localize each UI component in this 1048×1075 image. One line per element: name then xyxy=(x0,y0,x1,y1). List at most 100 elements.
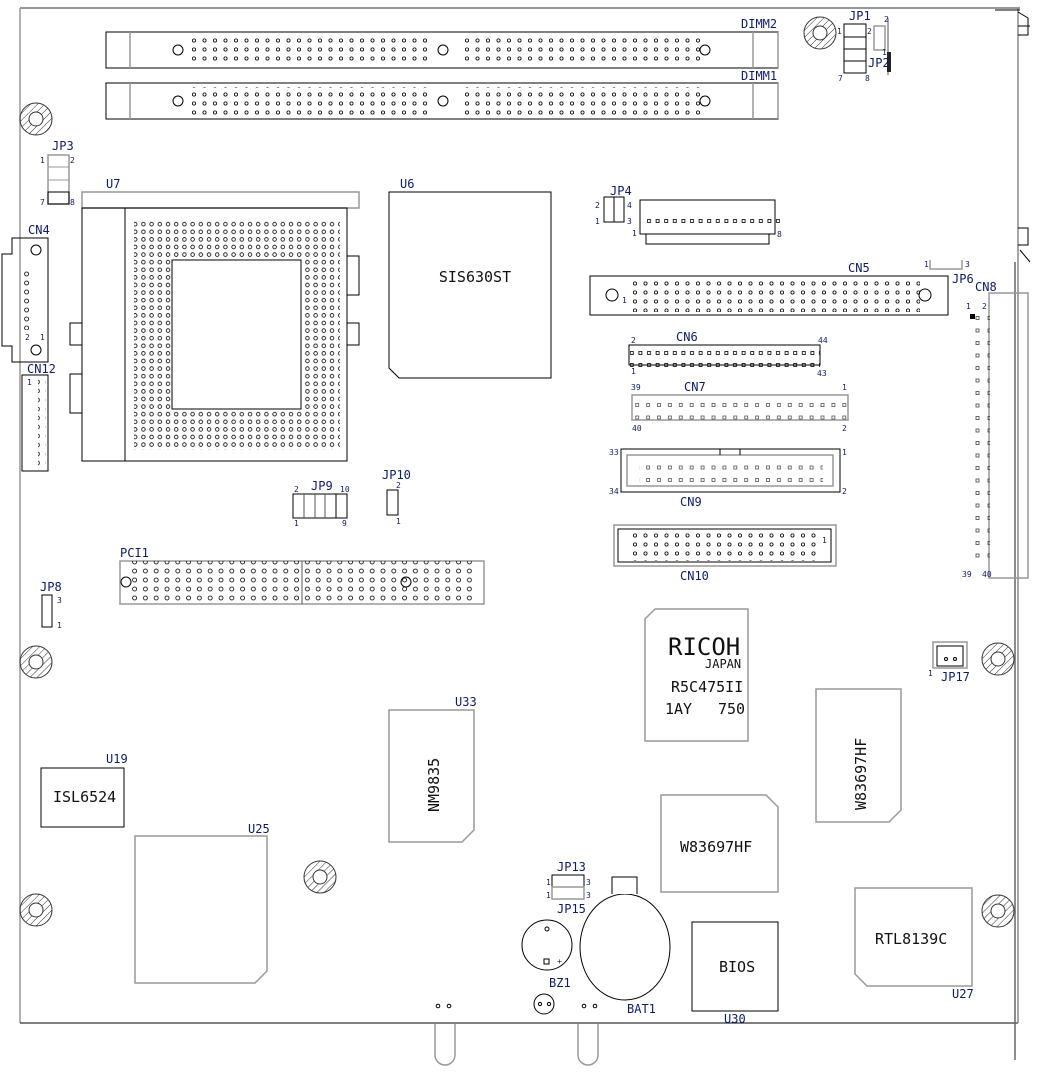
svg-text:1: 1 xyxy=(40,156,45,165)
svg-text:3: 3 xyxy=(586,891,591,900)
u33-label: U33 xyxy=(455,695,477,709)
svg-text:W83697HF: W83697HF xyxy=(852,738,870,810)
cn4-connector: CN4 2 1 xyxy=(1,223,50,363)
svg-text:2: 2 xyxy=(982,302,987,311)
mounting-holes xyxy=(19,16,1015,928)
bz1-buzzer: + BZ1 xyxy=(521,919,573,1015)
svg-text:R5C475II: R5C475II xyxy=(671,678,743,696)
u7-label: U7 xyxy=(106,177,120,191)
svg-text:NM9835: NM9835 xyxy=(425,758,443,812)
svg-text:1: 1 xyxy=(882,48,887,57)
svg-text:43: 43 xyxy=(817,369,827,378)
svg-text:2: 2 xyxy=(884,15,889,24)
svg-text:8: 8 xyxy=(777,230,782,239)
cn7-connector: CN7 39 1 40 2 xyxy=(631,380,851,433)
cn9-connector: CN9 33 1 34 2 xyxy=(609,448,847,509)
jp4-label: JP4 xyxy=(610,184,632,198)
jp9-label: JP9 xyxy=(311,479,333,493)
jp8-label: JP8 xyxy=(40,580,62,594)
svg-text:2: 2 xyxy=(294,485,299,494)
svg-text:3: 3 xyxy=(586,878,591,887)
jp1-label: JP1 xyxy=(849,9,871,23)
jp4-jumper: JP4 2 4 1 3 xyxy=(595,184,632,226)
svg-text:750: 750 xyxy=(718,700,745,718)
bz1-label: BZ1 xyxy=(549,976,571,990)
jp2-jumper: JP2 2 1 xyxy=(868,15,891,75)
svg-text:1: 1 xyxy=(595,217,600,226)
svg-text:2: 2 xyxy=(867,27,872,36)
svg-text:3: 3 xyxy=(627,217,632,226)
jp6-label: JP6 xyxy=(952,272,974,286)
mounting-hole-icon xyxy=(981,894,1015,928)
u19-label: U19 xyxy=(106,752,128,766)
svg-text:1: 1 xyxy=(842,448,847,457)
cn9-label: CN9 xyxy=(680,495,702,509)
u25-chip: U25 xyxy=(134,822,270,984)
svg-text:33: 33 xyxy=(609,448,619,457)
ricoh-brand: RICOH xyxy=(668,633,740,661)
jp2-label: JP2 xyxy=(868,56,890,70)
w83697hf-chip: W83697HF xyxy=(660,794,779,893)
board-outline xyxy=(19,7,1031,1060)
mounting-hole-icon xyxy=(19,893,53,927)
u19-chip: U19 ISL6524 xyxy=(40,752,128,828)
cn5-label: CN5 xyxy=(848,261,870,275)
cn10-connector: CN10 1 xyxy=(613,524,837,583)
svg-text:1: 1 xyxy=(396,517,401,526)
cn12-connector: CN12 1 xyxy=(21,362,56,472)
svg-text:39: 39 xyxy=(962,570,972,579)
u33-chip: U33 NM9835 xyxy=(388,695,477,843)
cn10-label: CN10 xyxy=(680,569,709,583)
svg-text:2: 2 xyxy=(842,487,847,496)
svg-text:+: + xyxy=(557,957,562,966)
jp17-header: JP17 1 xyxy=(928,641,970,684)
cn7-label: CN7 xyxy=(684,380,706,394)
bat1-label: BAT1 xyxy=(627,1002,656,1016)
svg-text:3: 3 xyxy=(57,596,62,605)
dimm2-slot: DIMM2 xyxy=(105,17,779,69)
dimm1-label: DIMM1 xyxy=(741,69,777,83)
svg-text:2: 2 xyxy=(631,336,636,345)
svg-text:34: 34 xyxy=(609,487,619,496)
svg-text:7: 7 xyxy=(40,198,45,207)
cn12-label: CN12 xyxy=(27,362,56,376)
u6-marking: SIS630ST xyxy=(439,268,511,286)
jp17-label: JP17 xyxy=(941,670,970,684)
jp3-label: JP3 xyxy=(52,139,74,153)
u6-label: U6 xyxy=(400,177,414,191)
jp1-jumper: JP1 1 2 7 8 xyxy=(837,9,872,83)
svg-text:1: 1 xyxy=(40,333,45,342)
w83697hf-chip-vertical: W83697HF xyxy=(815,688,902,823)
u30-label: U30 xyxy=(724,1012,746,1026)
svg-text:2: 2 xyxy=(396,481,401,490)
dimm2-label: DIMM2 xyxy=(741,17,777,31)
svg-text:10: 10 xyxy=(340,485,350,494)
u27-label: U27 xyxy=(952,987,974,1001)
jp15-label: JP15 xyxy=(557,902,586,916)
svg-text:44: 44 xyxy=(818,336,828,345)
jp10-label: JP10 xyxy=(382,468,411,482)
mounting-hole-icon xyxy=(19,645,53,679)
bottom-leds xyxy=(434,1003,599,1066)
svg-text:JAPAN: JAPAN xyxy=(705,657,741,671)
svg-text:40: 40 xyxy=(632,424,642,433)
svg-text:1: 1 xyxy=(631,367,636,376)
svg-text:1: 1 xyxy=(632,229,637,238)
svg-text:39: 39 xyxy=(631,383,641,392)
svg-text:7: 7 xyxy=(838,74,843,83)
pci1-label: PCI1 xyxy=(120,546,149,560)
cn8-label: CN8 xyxy=(975,280,997,294)
mounting-hole-icon xyxy=(803,16,837,50)
cn4-label: CN4 xyxy=(28,223,50,237)
svg-text:2: 2 xyxy=(595,201,600,210)
jp9-jumper: JP9 2 10 1 9 xyxy=(292,479,350,528)
svg-text:1: 1 xyxy=(842,383,847,392)
8-pin-header: 1 8 xyxy=(632,199,782,245)
svg-text:1: 1 xyxy=(57,621,62,630)
cn6-label: CN6 xyxy=(676,330,698,344)
svg-text:RTL8139C: RTL8139C xyxy=(875,930,947,948)
jp6-jumper: JP6 1 3 xyxy=(924,260,974,286)
svg-text:W83697HF: W83697HF xyxy=(680,838,752,856)
cn6-connector: CN6 2 44 1 43 xyxy=(628,330,828,378)
